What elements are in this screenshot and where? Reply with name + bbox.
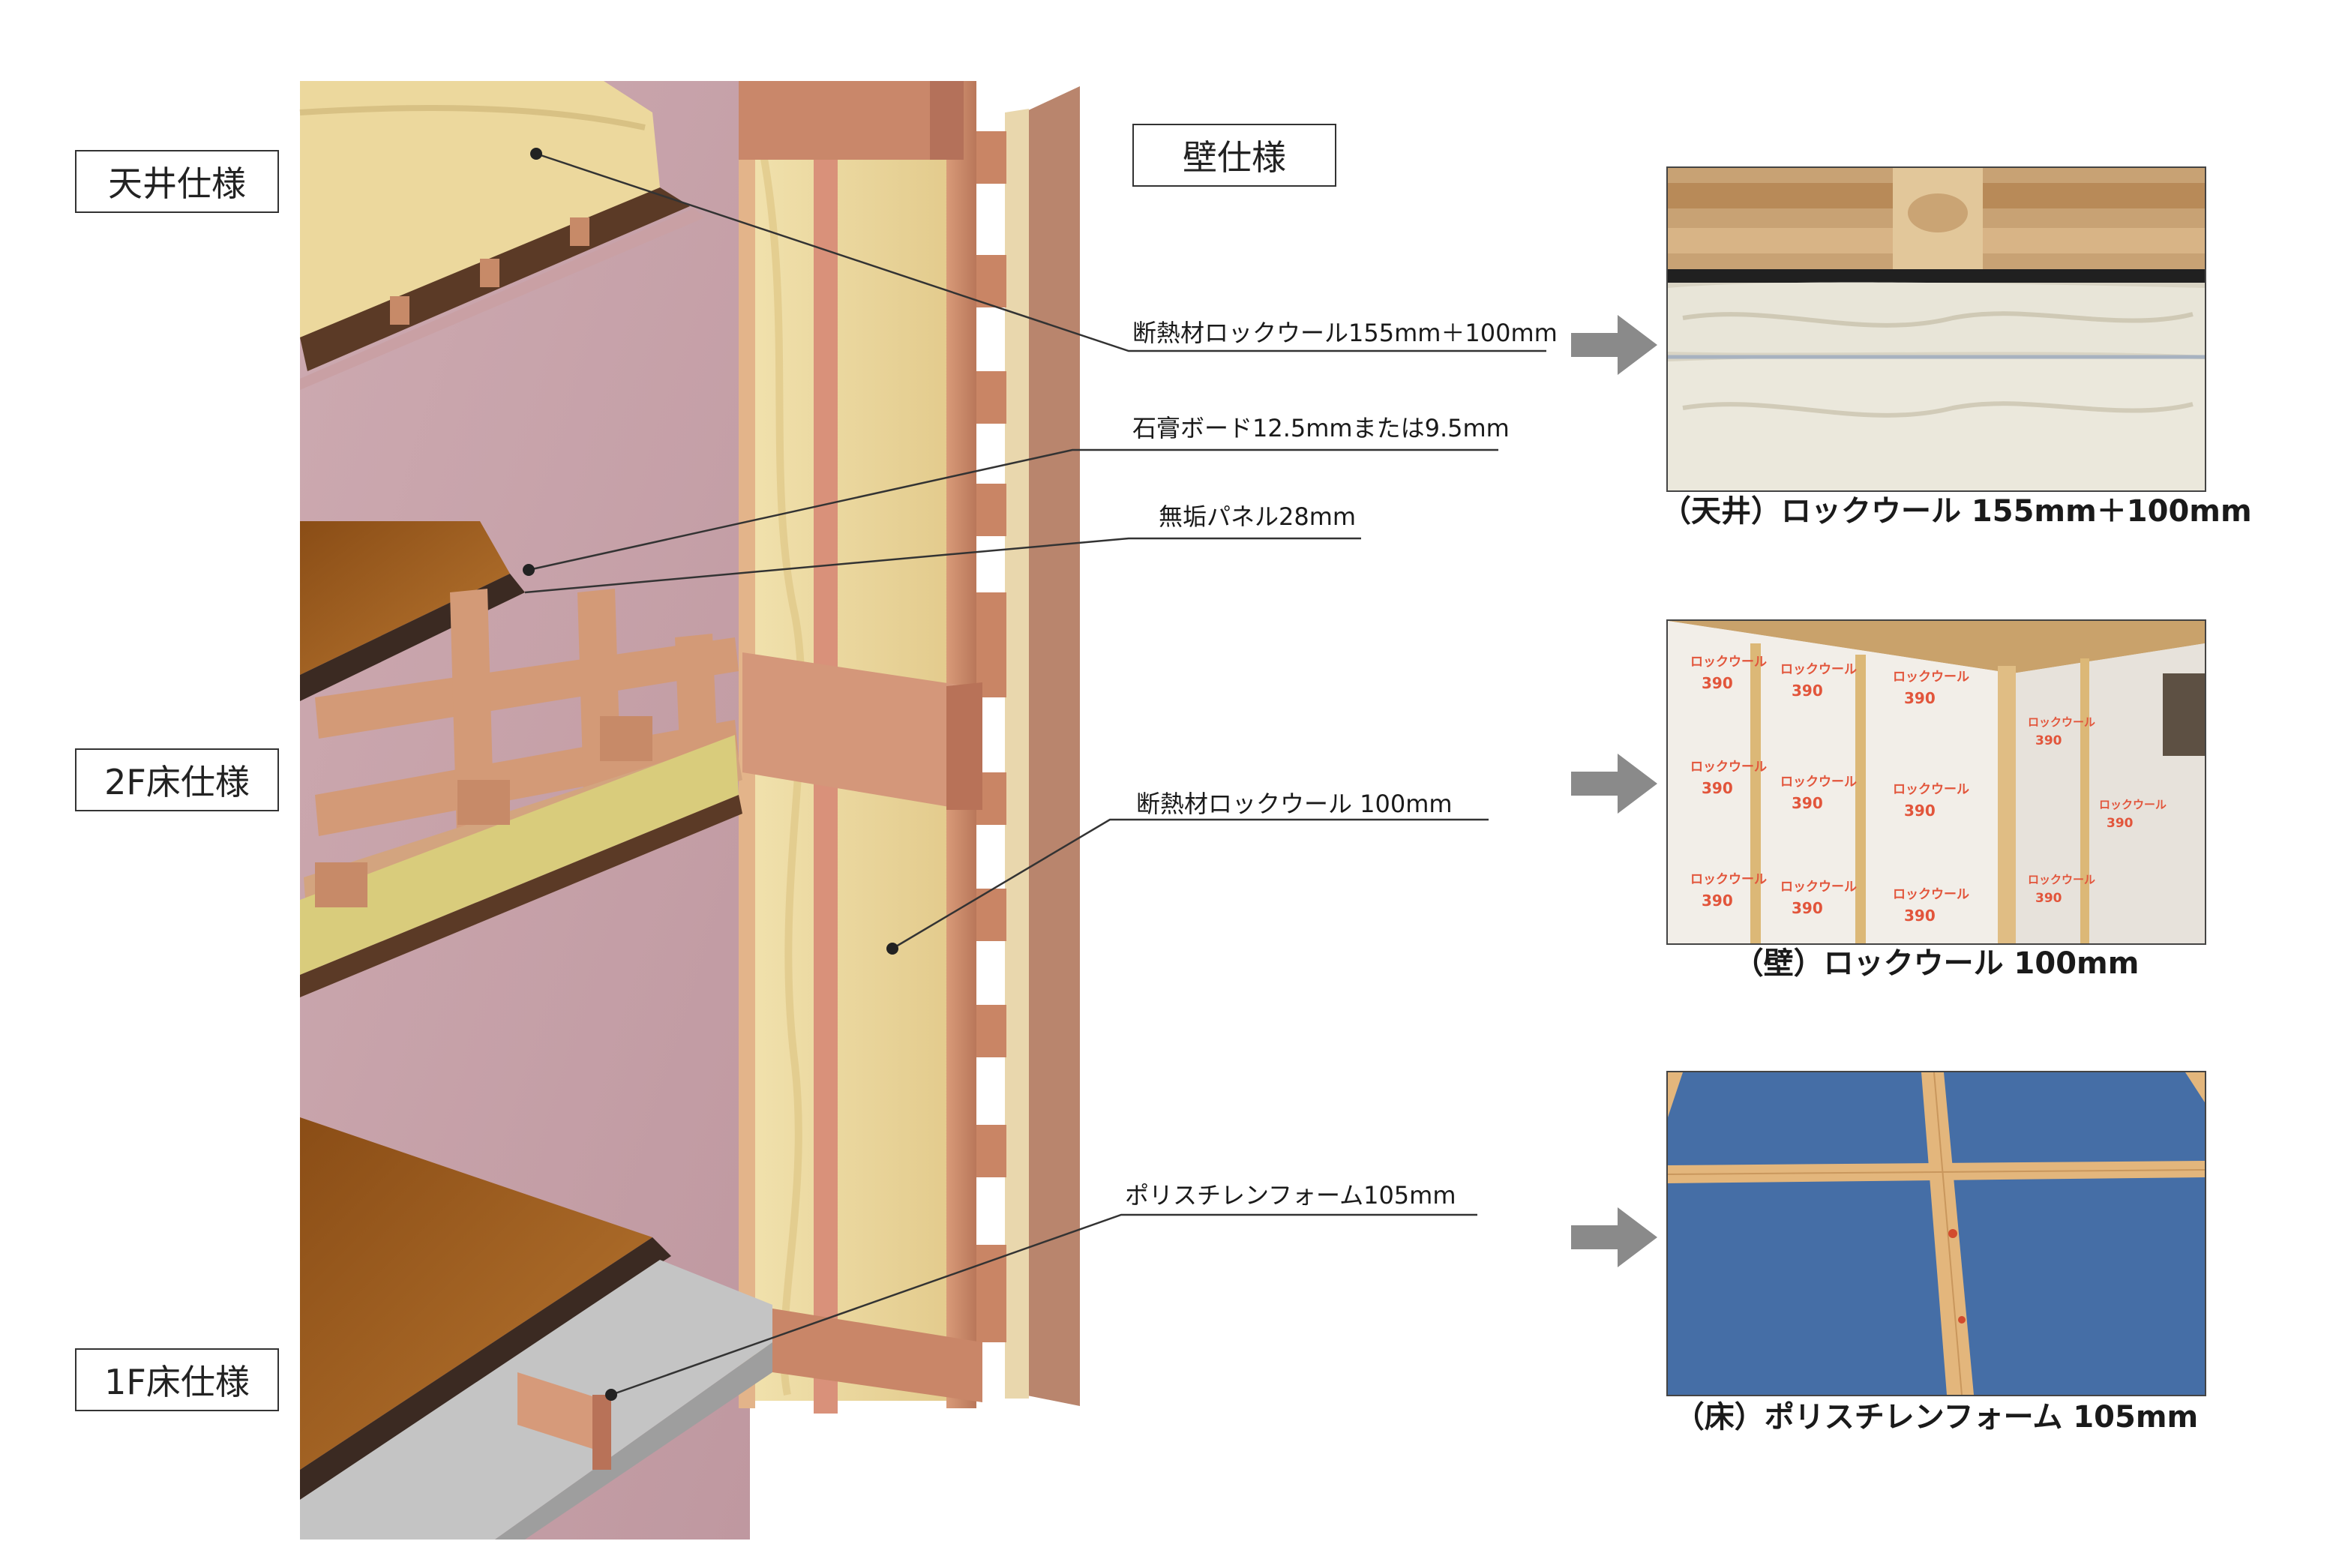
floor-polystyrene-photo — [1666, 1071, 2206, 1396]
1f-floor-spec-tag: 1F床仕様 — [75, 1348, 279, 1411]
ceiling-spec-tag: 天井仕様 — [75, 150, 279, 213]
wall-photo-print: 390 — [1792, 899, 1823, 917]
1f-sleeper — [517, 1372, 611, 1455]
sill — [772, 1309, 982, 1402]
2f-floor-surface — [300, 521, 510, 675]
wall-photo-print: ロックウール — [1690, 872, 1767, 887]
wall-photo-caption: （壁）ロックウール 100mm — [1733, 946, 2140, 981]
1f-floor-surface — [300, 1117, 652, 1470]
floor-girder — [742, 652, 967, 810]
wall-photo-print: 390 — [2035, 733, 2062, 748]
ceiling-insulation — [300, 81, 660, 337]
wall-spec-tag: 壁仕様 — [1132, 124, 1336, 187]
wall-photo-print: 390 — [1702, 892, 1733, 910]
arrow-right-icon — [1571, 1207, 1657, 1267]
wall-photo-print: ロックウール — [1690, 655, 1767, 670]
wall-photo-print: ロックウール — [2028, 715, 2095, 729]
exterior-sheathing — [1024, 86, 1080, 1406]
wall-photo-print: ロックウール — [1893, 887, 1969, 902]
ceiling-photo-caption: （天井）ロックウール 155mm＋100mm — [1661, 494, 2252, 529]
wall-photo-print: 390 — [1904, 689, 1936, 707]
2f-floor-spec-tag: 2F床仕様 — [75, 748, 279, 811]
wall-photo-print: 390 — [1702, 674, 1733, 692]
floor-photo-caption: （床）ポリスチレンフォーム 105mm — [1674, 1400, 2199, 1435]
ceiling-joists — [390, 217, 589, 325]
wall-photo-print: 390 — [2107, 816, 2134, 831]
wall-photo-print: ロックウール — [1690, 760, 1767, 775]
wall-photo-print: ロックウール — [2099, 798, 2167, 811]
arrow-right-icon — [1571, 754, 1657, 814]
2f-floor-insulation — [300, 735, 739, 975]
gypsum-board-label: 石膏ボード12.5mmまたは9.5mm — [1132, 414, 1510, 442]
ceiling-rockwool-photo — [1666, 166, 2206, 492]
leader-lines — [524, 152, 1546, 1396]
wall-photo-print: 390 — [1702, 779, 1733, 797]
wall-photo-print: ロックウール — [1780, 775, 1857, 790]
polystyrene-label: ポリスチレンフォーム105mm — [1125, 1181, 1456, 1210]
wall-photo-print: 390 — [1904, 907, 1936, 925]
wall-photo-print: 390 — [2035, 891, 2062, 906]
wall-insulation-label: 断熱材ロックウール 100mm — [1136, 790, 1453, 818]
wall-photo-print: ロックウール — [1893, 782, 1969, 797]
furring-strips — [976, 131, 1006, 1342]
wall-photo-print: ロックウール — [1780, 662, 1857, 677]
wall-photo-print: ロックウール — [1780, 880, 1857, 895]
wall-photo-print: ロックウール — [2028, 873, 2095, 886]
wall-photo-print: 390 — [1792, 682, 1823, 700]
leader-dots — [523, 148, 898, 1401]
wall-photo-print: 390 — [1792, 794, 1823, 812]
wall-rockwool-photo: ロックウール 390 ロックウール 390 ロックウール 390 ロックウール … — [1666, 619, 2206, 945]
ceiling-insulation-label: 断熱材ロックウール155mm＋100mm — [1132, 319, 1558, 347]
wall-photo-print: 390 — [1904, 802, 1936, 820]
panel-label: 無垢パネル28mm — [1159, 502, 1357, 531]
top-plate — [739, 81, 964, 160]
arrow-right-icon — [1571, 315, 1657, 375]
wall-photo-print: ロックウール — [1893, 670, 1969, 685]
